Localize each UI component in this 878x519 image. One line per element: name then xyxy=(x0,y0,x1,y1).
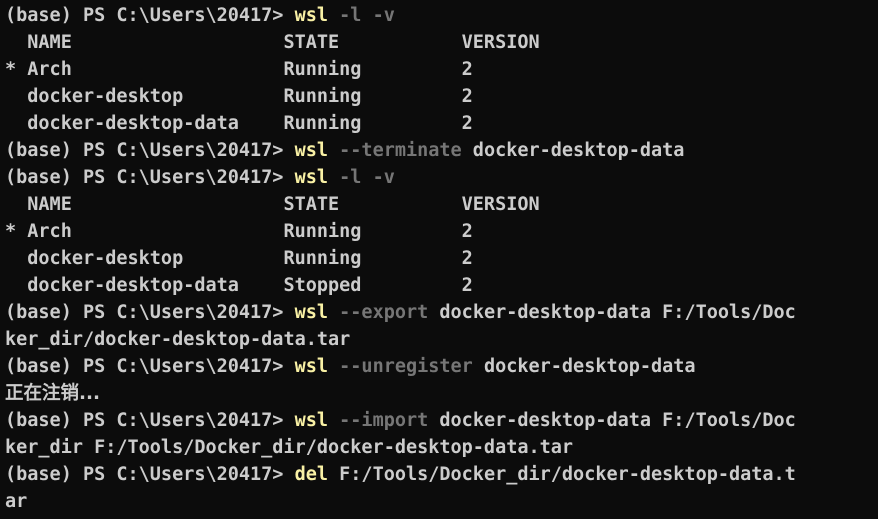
command-args: docker-desktop-data xyxy=(472,356,696,377)
command-name: wsl xyxy=(294,410,329,431)
command-flag: --unregister xyxy=(328,356,473,377)
output-line: ker_dir/docker-desktop-data.tar xyxy=(5,329,351,350)
command-args: docker-desktop-data F:/Tools/Doc xyxy=(428,302,796,323)
command-args: docker-desktop-data F:/Tools/Doc xyxy=(428,410,796,431)
terminal-output: (base) PS C:\Users\20417> wsl -l -v NAME… xyxy=(5,2,878,515)
command-line: (base) PS C:\Users\20417> wsl -l -v xyxy=(5,2,878,29)
command-name: wsl xyxy=(294,356,329,377)
command-args: F:/Tools/Docker_dir/docker-desktop-data.… xyxy=(328,464,796,485)
prompt: (base) PS C:\Users\20417> xyxy=(5,167,295,188)
command-name: wsl xyxy=(294,5,329,26)
command-name: wsl xyxy=(294,302,329,323)
prompt: (base) PS C:\Users\20417> xyxy=(5,356,295,377)
output-line: ar xyxy=(5,491,28,512)
command-flag: --export xyxy=(328,302,429,323)
output-line: * Arch Running 2 xyxy=(5,221,473,242)
command-line: (base) PS C:\Users\20417> wsl --import d… xyxy=(5,407,878,434)
output-line: docker-desktop Running 2 xyxy=(5,248,473,269)
command-args: docker-desktop-data xyxy=(461,140,685,161)
prompt: (base) PS C:\Users\20417> xyxy=(5,302,295,323)
command-line: (base) PS C:\Users\20417> wsl --unregist… xyxy=(5,353,878,380)
command-name: wsl xyxy=(294,167,329,188)
command-line: (base) PS C:\Users\20417> wsl --export d… xyxy=(5,299,878,326)
output-line: * Arch Running 2 xyxy=(5,59,473,80)
command-name: wsl xyxy=(294,140,329,161)
command-flag: -l -v xyxy=(328,167,395,188)
command-flag: --import xyxy=(328,410,429,431)
command-name: del xyxy=(294,464,329,485)
output-line: NAME STATE VERSION xyxy=(5,32,540,53)
prompt: (base) PS C:\Users\20417> xyxy=(5,140,295,161)
prompt: (base) PS C:\Users\20417> xyxy=(5,464,295,485)
prompt: (base) PS C:\Users\20417> xyxy=(5,410,295,431)
prompt: (base) PS C:\Users\20417> xyxy=(5,5,295,26)
command-line: (base) PS C:\Users\20417> wsl -l -v xyxy=(5,164,878,191)
output-line: ker_dir F:/Tools/Docker_dir/docker-deskt… xyxy=(5,437,574,458)
output-line: docker-desktop-data Running 2 xyxy=(5,113,473,134)
command-line: (base) PS C:\Users\20417> wsl --terminat… xyxy=(5,137,878,164)
command-line: (base) PS C:\Users\20417> del F:/Tools/D… xyxy=(5,461,878,488)
output-line: docker-desktop-data Stopped 2 xyxy=(5,275,473,296)
output-line: NAME STATE VERSION xyxy=(5,194,540,215)
command-flag: -l -v xyxy=(328,5,395,26)
output-line: docker-desktop Running 2 xyxy=(5,86,473,107)
command-flag: --terminate xyxy=(328,140,462,161)
status-message: 正在注销... xyxy=(5,383,101,404)
